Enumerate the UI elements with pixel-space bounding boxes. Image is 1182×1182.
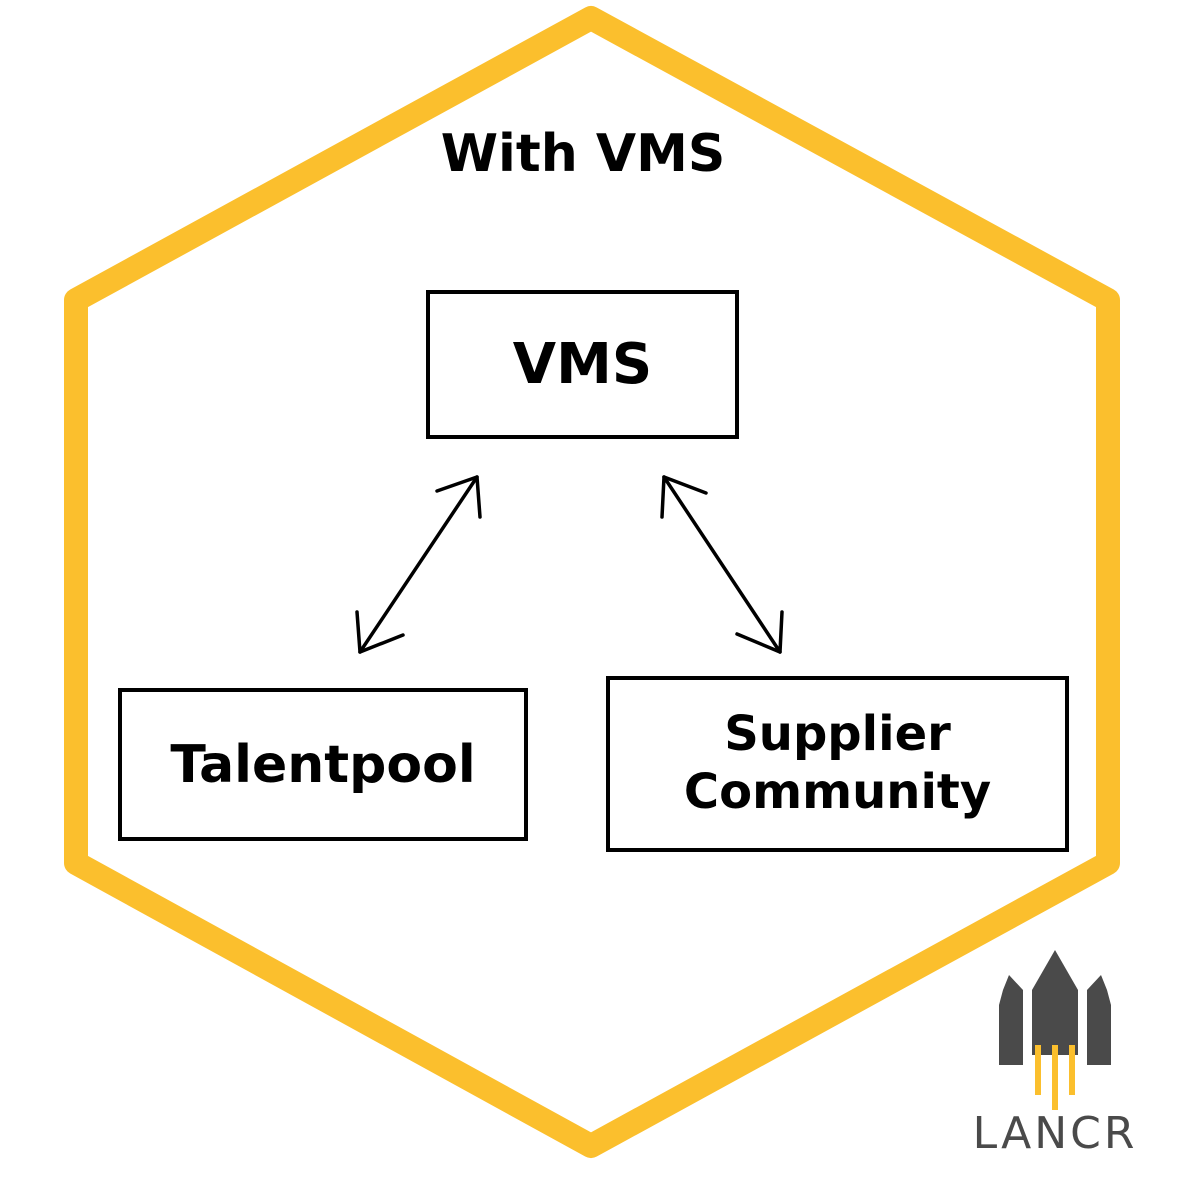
supplier-node-label-line1: Supplier — [724, 706, 951, 763]
talentpool-node-label: Talentpool — [170, 734, 476, 795]
vms-node: VMS — [426, 290, 739, 439]
lancr-logo-text: LANCR — [972, 1108, 1138, 1159]
supplier-node-label-line2: Community — [683, 764, 992, 820]
arrow-vms-supplier — [660, 475, 784, 654]
lancr-logo — [999, 950, 1111, 1110]
talentpool-node: Talentpool — [118, 688, 528, 841]
supplier-community-node: Supplier Community — [606, 676, 1069, 852]
arrow-vms-talentpool — [355, 475, 482, 654]
diagram-title: With VMS — [440, 124, 726, 184]
vms-node-label: VMS — [512, 332, 653, 397]
rocket-icon — [999, 950, 1111, 1110]
